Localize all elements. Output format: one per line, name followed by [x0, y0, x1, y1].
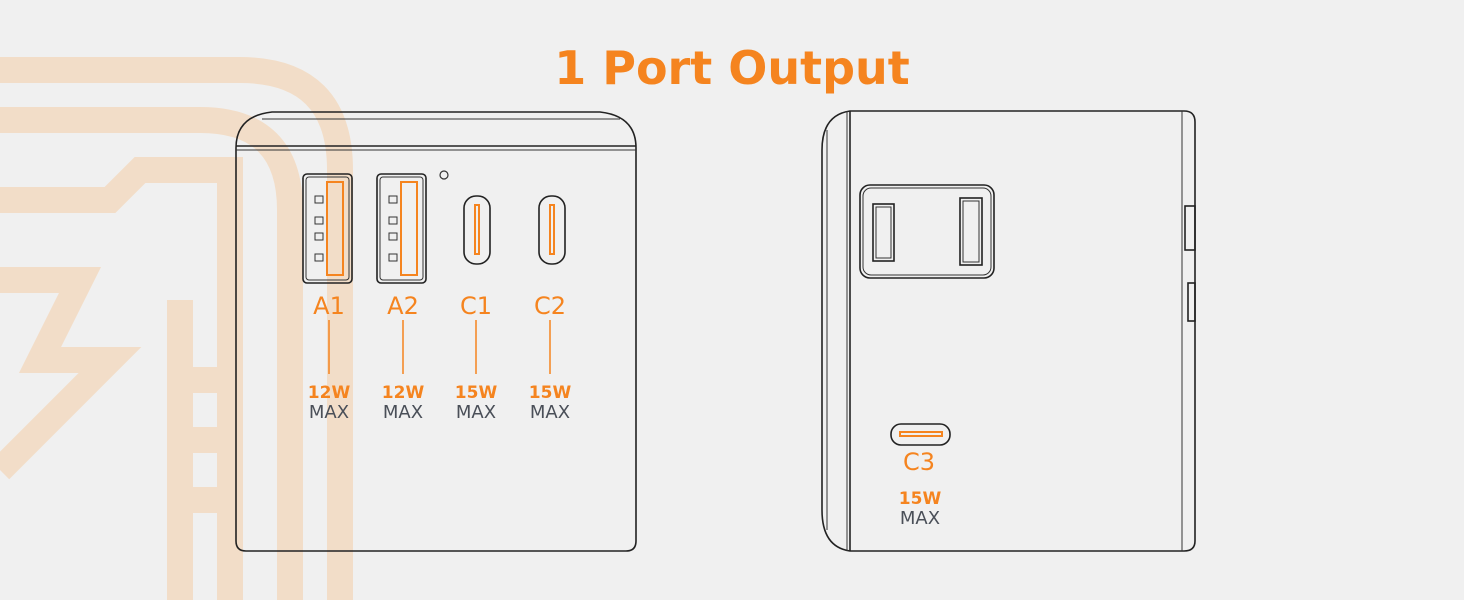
- port-callout-a1: A1 12W MAX: [308, 292, 351, 423]
- port-power: 15W: [899, 489, 942, 509]
- port-power: 15W: [529, 383, 572, 403]
- port-max: MAX: [456, 402, 496, 423]
- page-title: 1 Port Output: [554, 41, 910, 95]
- port-max: MAX: [309, 402, 349, 423]
- port-power: 12W: [382, 383, 425, 403]
- port-callout-c3: C3 15W MAX: [899, 448, 942, 529]
- background-watermark: [0, 57, 353, 600]
- side-button-lower: [1187, 282, 1196, 322]
- port-label: C1: [460, 292, 492, 320]
- ac-outlet-icon: [859, 184, 995, 279]
- port-max: MAX: [383, 402, 423, 423]
- usb-a-port-a1: [302, 173, 353, 284]
- port-label: C3: [903, 448, 935, 476]
- usb-a-port-a2: [376, 173, 427, 284]
- port-max: MAX: [530, 402, 570, 423]
- port-label: A1: [313, 292, 345, 320]
- port-callout-a2: A2 12W MAX: [382, 292, 425, 423]
- side-view-device: C3 15W MAX: [821, 110, 1196, 552]
- port-label: C2: [534, 292, 566, 320]
- port-callout-c1: C1 15W MAX: [455, 292, 498, 423]
- port-max: MAX: [900, 508, 940, 529]
- port-label: A2: [387, 292, 419, 320]
- port-power: 15W: [455, 383, 498, 403]
- front-view-device: A1 12W MAX A2 12W MAX C1 15W MAX C2 15W …: [235, 111, 637, 552]
- usb-c-port-c3: [890, 423, 951, 446]
- side-button-upper: [1184, 205, 1196, 251]
- usb-c-port-c2: [538, 195, 566, 265]
- port-power: 12W: [308, 383, 351, 403]
- port-callout-c2: C2 15W MAX: [529, 292, 572, 423]
- led-indicator-icon: [439, 170, 449, 180]
- usb-c-port-c1: [463, 195, 491, 265]
